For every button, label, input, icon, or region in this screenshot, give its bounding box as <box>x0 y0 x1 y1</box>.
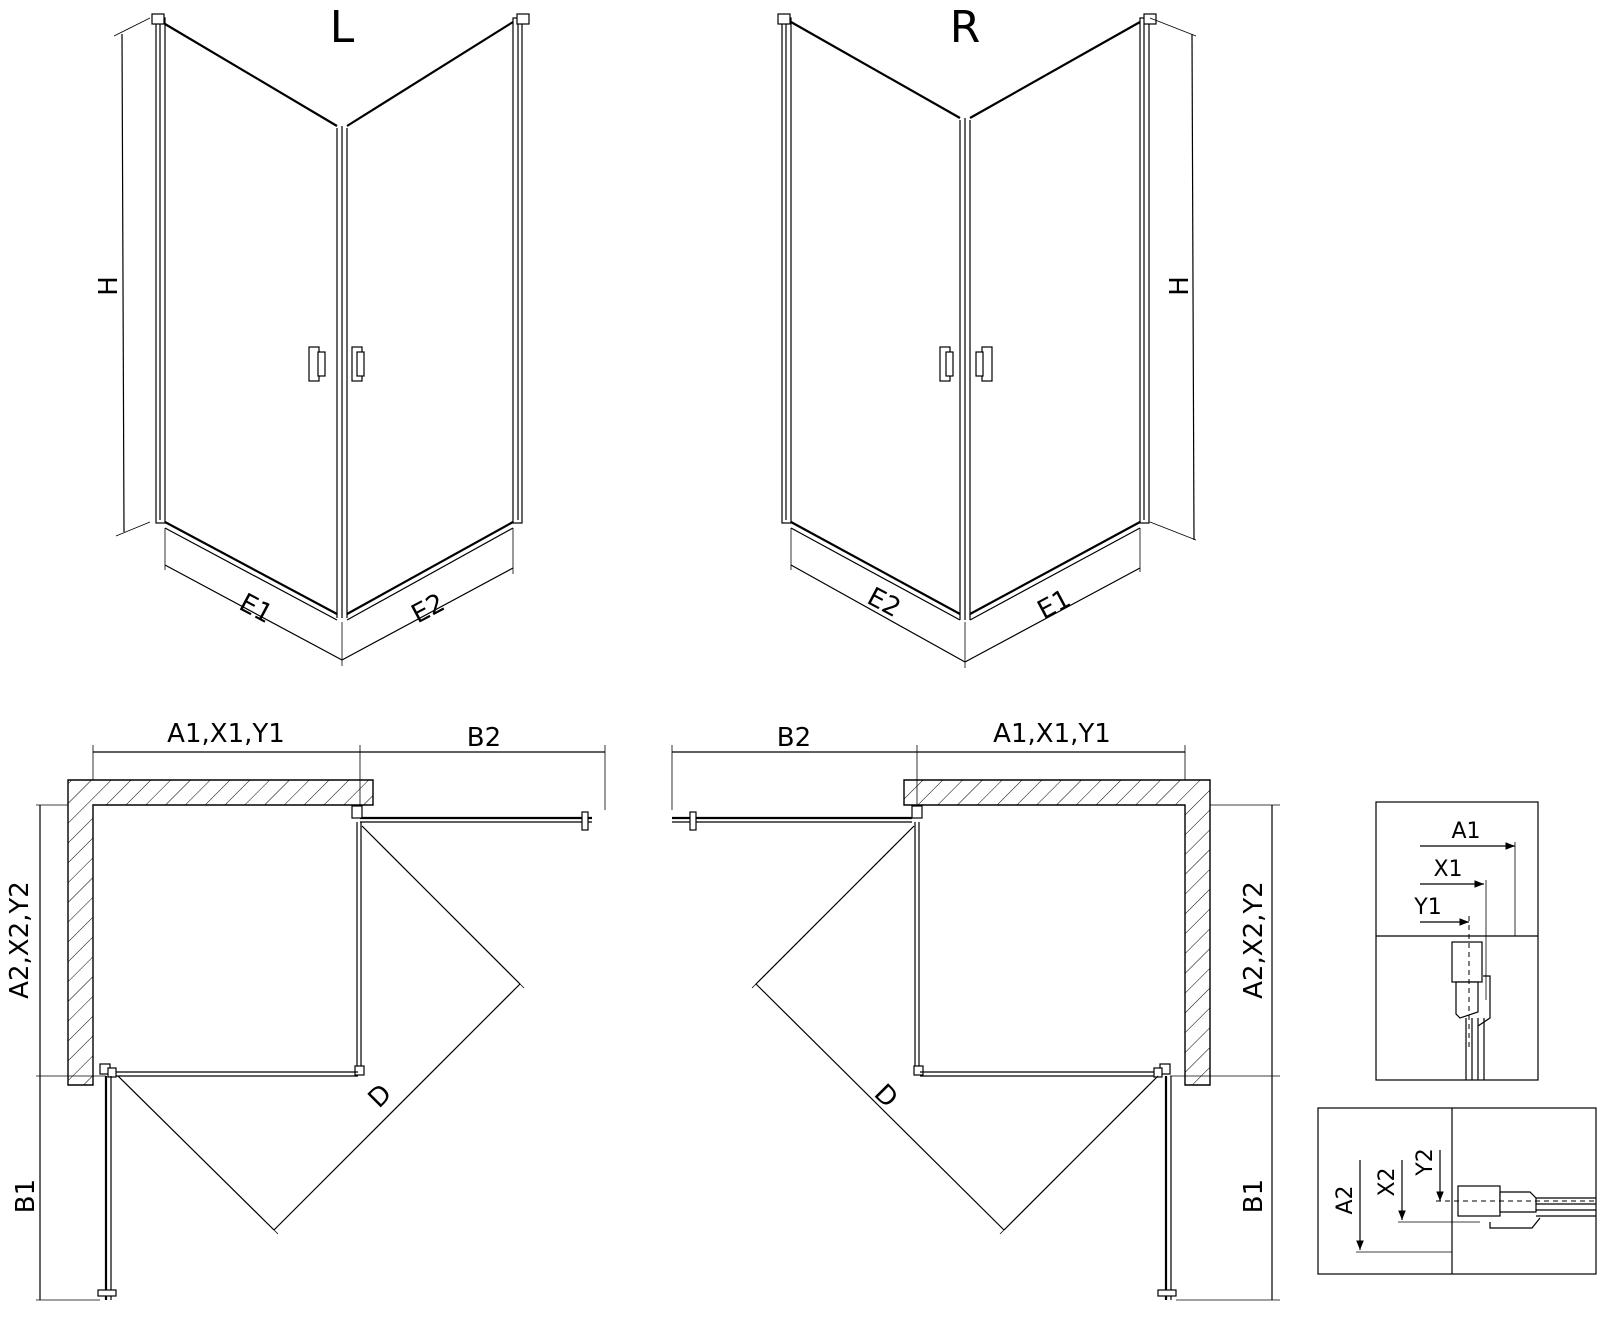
b2-label-left: B2 <box>467 723 501 753</box>
detail-top-view <box>1375 801 1539 1081</box>
diagonal-label-left: D <box>363 1079 398 1114</box>
detail-bottom-x2-label: X2 <box>1375 1167 1400 1196</box>
isometric-view-left <box>113 13 530 666</box>
e1-label-right: E1 <box>1033 584 1076 626</box>
diagonal-label-right: D <box>868 1079 903 1114</box>
b2-label-right: B2 <box>777 723 811 753</box>
view-label-right: R <box>950 2 981 53</box>
a2x2y2-label-right: A2,X2,Y2 <box>1239 881 1269 999</box>
detail-bottom-view <box>1317 1107 1597 1275</box>
plan-view-left <box>36 745 606 1301</box>
a1x1y1-label-left: A1,X1,Y1 <box>167 719 285 749</box>
e1-label-left: E1 <box>234 588 277 630</box>
height-label-left: H <box>94 276 124 296</box>
detail-bottom-y2-label: Y2 <box>1413 1148 1438 1176</box>
detail-top-a1-label: A1 <box>1451 819 1480 844</box>
a2x2y2-label-left: A2,X2,Y2 <box>5 881 35 999</box>
b1-label-left: B1 <box>11 1179 41 1213</box>
e2-label-left: E2 <box>407 588 450 630</box>
plan-view-right <box>671 745 1280 1301</box>
e2-label-right: E2 <box>862 582 905 624</box>
detail-top-x1-label: X1 <box>1433 857 1462 882</box>
b1-label-right: B1 <box>1239 1179 1269 1213</box>
height-label-right: H <box>1165 276 1195 296</box>
a1x1y1-label-right: A1,X1,Y1 <box>993 719 1111 749</box>
detail-top-y1-label: Y1 <box>1413 895 1441 920</box>
view-label-left: L <box>330 2 355 53</box>
detail-bottom-a2-label: A2 <box>1333 1185 1358 1214</box>
isometric-view-right <box>777 13 1197 668</box>
